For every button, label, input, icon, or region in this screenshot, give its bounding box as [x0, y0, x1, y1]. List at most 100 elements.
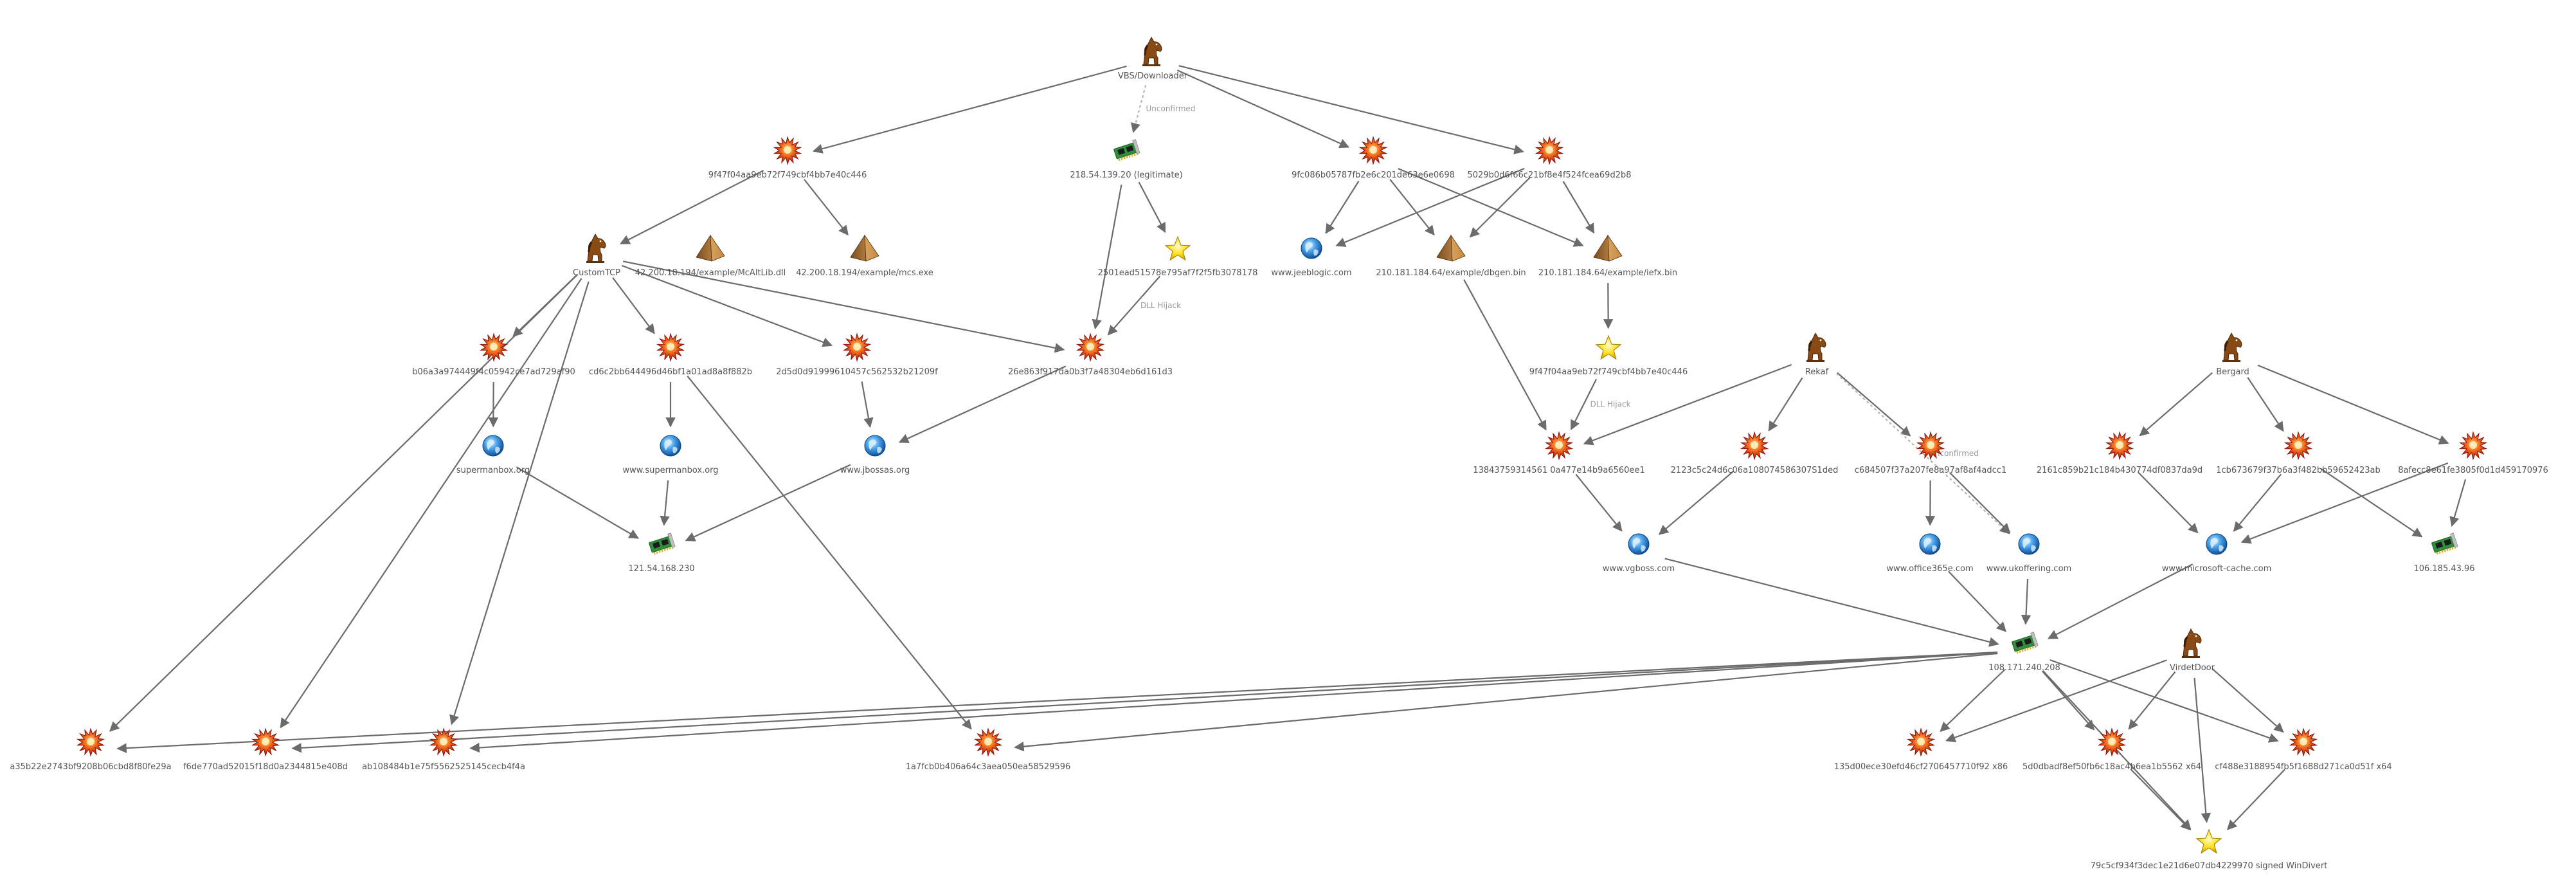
node-s1a7f[interactable]: 1a7fcb0b406a64c3aea050ea58529596 [906, 727, 1071, 772]
edge-ip108-s1a7f [1014, 652, 1998, 752]
node-customtcp[interactable]: CustomTCP [573, 233, 620, 278]
node-virdetdoor[interactable]: VirdetDoor [2170, 628, 2215, 673]
node-label: 2d5d0d91999610457c562532b21209f [776, 367, 938, 377]
node-mscache[interactable]: www.microsoft-cache.com [2162, 533, 2272, 574]
edge-s502-pyr3 [1469, 176, 1531, 238]
malware-burst-icon [76, 727, 105, 757]
node-s1cb6[interactable]: 1cb673679f37b6a3f482bb59652423ab [2216, 431, 2381, 475]
node-s502[interactable]: 5029b0d6f66c21bf8e4f524fcea69d2b8 [1468, 136, 1632, 180]
edge-bergard-s2161 [2139, 372, 2213, 437]
edge-customtcp-s2d5 [621, 264, 833, 347]
node-b06a[interactable]: b06a3a974449f4c05942ce7ad729af90 [412, 333, 575, 377]
node-label: www.vgboss.com [1603, 564, 1675, 574]
malware-burst-icon [973, 727, 1003, 757]
node-s2161[interactable]: 2161c859b21c184b430774df0837da9d [2037, 431, 2202, 475]
node-superbox2[interactable]: www.supermanbox.org [622, 435, 719, 475]
node-label: www.microsoft-cache.com [2162, 564, 2272, 574]
edge-ip108-s5d0d [2041, 670, 2095, 731]
edge-f47a-pyr2 [804, 179, 849, 236]
edge-ukoff-ip108 [2021, 578, 2031, 625]
globe-icon [2018, 533, 2040, 555]
globe-icon [660, 435, 681, 457]
globe-icon [2206, 533, 2228, 555]
node-star1[interactable]: 2501ead51578e795af7f2f5fb3078178 [1098, 235, 1258, 278]
node-f6de[interactable]: f6de770ad52015f18d0a2344815e408d [183, 727, 348, 772]
node-c684[interactable]: c684507f37a207fe8a97af8af4adcc1 [1855, 431, 2006, 475]
node-s135d[interactable]: 135d00ece30efd46cf2706457710f92 x86 [1834, 727, 2008, 772]
malware-burst-icon [1916, 431, 1945, 461]
node-label: 108.171.240.208 [1988, 663, 2060, 673]
node-s1384[interactable]: 13843759314561 0a477e14b9a6560ee1 [1473, 431, 1645, 475]
edge-customtcp-s26e8 [622, 260, 1065, 353]
node-rekaf[interactable]: Rekaf [1805, 332, 1829, 377]
node-label: 2161c859b21c184b430774df0837da9d [2037, 466, 2202, 475]
edge-label: Unconfirmed [1146, 104, 1196, 113]
node-label: f6de770ad52015f18d0a2344815e408d [183, 762, 348, 772]
node-a35b[interactable]: a35b22e2743bf9208b06cbd8f80fe29a [10, 727, 172, 772]
node-label: 42.200.18.194/example/McAltLib.dll [635, 268, 786, 278]
node-ip218[interactable]: 218.54.139.20 (legitimate) [1070, 139, 1183, 180]
node-label: 9f47f04aa9eb72f749cbf4bb7e40c446 [708, 170, 867, 180]
network-card-icon [2431, 533, 2458, 555]
node-s2d5[interactable]: 2d5d0d91999610457c562532b21209f [776, 333, 938, 377]
node-s26e8[interactable]: 26e863f917da0b3f7a48304eb6d161d3 [1008, 333, 1173, 377]
malware-burst-icon [1535, 136, 1564, 165]
node-vgboss[interactable]: www.vgboss.com [1603, 533, 1675, 574]
node-s5d0d[interactable]: 5d0dbadf8ef50fb6c18ac4b6ea1b5562 x64 [2022, 727, 2201, 772]
node-star3[interactable]: 79c5cf934f3dec1e21d6e07db4229970 signed … [2091, 828, 2328, 871]
edge-mscache-ip108 [2047, 563, 2193, 639]
node-ukoff[interactable]: www.ukoffering.com [1986, 533, 2071, 574]
node-cf48[interactable]: cf488e3188954fb5f1688d271ca0d51f x64 [2215, 727, 2392, 772]
edge-ip108-s135d [1940, 669, 2006, 733]
node-pyr2[interactable]: 42.200.18.194/example/mcs.exe [796, 234, 933, 278]
star-icon [2195, 828, 2222, 854]
edge-cd6c-s1a7f [687, 376, 972, 730]
node-label: www.jeeblogic.com [1271, 268, 1351, 278]
node-cd6c[interactable]: cd6c2bb644496d46bf1a01ad8a8f882b [589, 333, 752, 377]
globe-icon [864, 435, 886, 457]
node-pyr3[interactable]: 210.181.184.64/example/dbgen.bin [1376, 234, 1526, 278]
edge-ip108-cf48 [2049, 659, 2279, 743]
edge-pyr3-s1384 [1463, 279, 1547, 431]
edge-f47a-customtcp [620, 170, 764, 244]
node-pyr1[interactable]: 42.200.18.194/example/McAltLib.dll [635, 234, 786, 278]
edge-s1384-vgboss [1575, 473, 1623, 532]
node-jboss[interactable]: www.jbossas.org [840, 435, 910, 475]
node-f9fc[interactable]: 9fc086b05787fb2e6c201de63e6e0698 [1292, 136, 1455, 180]
node-jeeb[interactable]: www.jeeblogic.com [1271, 237, 1352, 278]
edge-s502-jeeb [1335, 167, 1525, 247]
node-ip106[interactable]: 106.185.43.96 [2413, 533, 2475, 574]
globe-icon [482, 435, 504, 457]
node-ip108[interactable]: 108.171.240.208 [1988, 632, 2060, 673]
node-label: CustomTCP [573, 268, 620, 278]
pyramid-icon [696, 234, 725, 262]
star-icon [1595, 334, 1622, 360]
edge-superbox1-ip121 [516, 466, 640, 539]
node-label: 8afecc8e61fe3805f0d1d459170976 [2398, 466, 2548, 475]
node-ip121[interactable]: 121.54.168.230 [628, 533, 695, 574]
malware-burst-icon [2283, 431, 2313, 461]
node-bergard[interactable]: Bergard [2216, 332, 2249, 377]
trojan-horse-icon [2222, 332, 2242, 362]
node-vbs[interactable]: VBS/Downloader [1118, 36, 1188, 81]
node-s8afe[interactable]: 8afecc8e61fe3805f0d1d459170976 [2398, 431, 2548, 475]
edge-jboss-ip121 [685, 464, 851, 542]
node-f47a[interactable]: 9f47f04aa9eb72f749cbf4bb7e40c446 [708, 136, 867, 180]
node-label: www.ukoffering.com [1986, 564, 2071, 574]
globe-icon [1301, 237, 1322, 259]
node-label: 5d0dbadf8ef50fb6c18ac4b6ea1b5562 x64 [2022, 762, 2201, 772]
trojan-horse-icon [1142, 36, 1162, 66]
node-s2123[interactable]: 2123c5c24d6c06a108074586307S1ded [1671, 431, 1839, 475]
node-star2[interactable]: 9f47f04aa9eb72f749cbf4bb7e40c446 [1529, 334, 1688, 377]
malware-burst-icon [2105, 431, 2134, 461]
node-office[interactable]: www.office365e.com [1886, 533, 1974, 574]
edge-vbs-s502 [1178, 65, 1524, 154]
node-superbox1[interactable]: supermanbox.org [456, 435, 530, 475]
edge-rekaf-ukoff [1836, 372, 2010, 534]
edge-label: DLL Hijack [1140, 301, 1181, 310]
node-label: VirdetDoor [2170, 663, 2215, 673]
node-ab10[interactable]: ab108484b1e75f5562525145cecb4f4a [362, 727, 525, 772]
edge-s502-pyr4 [1562, 181, 1595, 234]
node-pyr4[interactable]: 210.181.184.64/example/iefx.bin [1538, 234, 1677, 278]
